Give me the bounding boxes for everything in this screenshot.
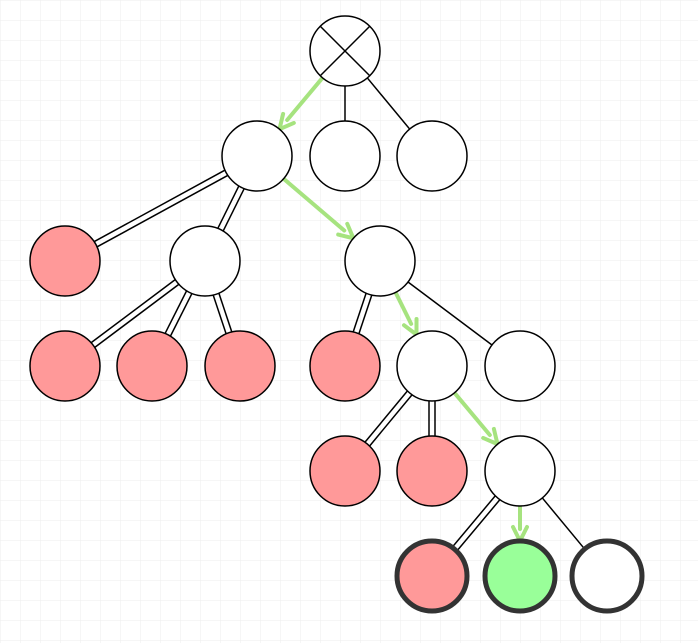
node-root xyxy=(309,15,381,87)
path-arrow-shaft xyxy=(281,176,347,233)
pruned-node-circle xyxy=(29,225,101,297)
node-p7 xyxy=(396,435,468,507)
node-p5 xyxy=(309,330,381,402)
open-node-circle xyxy=(344,225,416,297)
edge-n4-p2 xyxy=(90,279,180,348)
edge-double-line xyxy=(90,279,176,344)
edge-n4-p4 xyxy=(212,293,233,334)
edge-n1-p1 xyxy=(93,169,229,248)
edge-double-line xyxy=(218,293,233,333)
node-l1 xyxy=(394,538,470,614)
goal-leaf-node-circle xyxy=(482,538,558,614)
root-cross-line xyxy=(319,25,371,77)
nodes-layer xyxy=(29,15,645,614)
edge-double-line xyxy=(96,174,229,248)
node-p3 xyxy=(116,330,188,402)
open-node-circle xyxy=(484,435,556,507)
pruned-leaf-node-circle xyxy=(394,538,470,614)
node-p6 xyxy=(309,435,381,507)
edge-double-line xyxy=(93,169,226,243)
open-node-circle xyxy=(169,225,241,297)
node-p2 xyxy=(29,330,101,402)
node-n5 xyxy=(344,225,416,297)
edge-double-line xyxy=(364,390,408,443)
edge-n4-p3 xyxy=(164,290,193,337)
edge-n6-p6 xyxy=(364,390,413,447)
pruned-node-circle xyxy=(309,435,381,507)
pruned-node-circle xyxy=(29,330,101,402)
node-n8 xyxy=(484,435,556,507)
node-goal xyxy=(482,538,558,614)
edge-line xyxy=(541,497,586,550)
edge-n8-l1 xyxy=(451,495,501,552)
open-leaf-node-circle xyxy=(569,538,645,614)
edge-double-line xyxy=(222,188,245,232)
path-arrow-shaft xyxy=(393,290,414,326)
edge-double-line xyxy=(358,294,373,334)
node-n7 xyxy=(484,330,556,402)
edge-double-line xyxy=(94,283,180,348)
edge-n6-p7 xyxy=(428,401,436,436)
edge-double-line xyxy=(217,185,240,229)
edge-n5-n7 xyxy=(407,281,493,346)
node-p1 xyxy=(29,225,101,297)
path-arrow-shaft xyxy=(452,390,492,437)
edge-root-n3 xyxy=(366,77,411,130)
open-node-circle xyxy=(309,120,381,192)
node-n1 xyxy=(221,120,293,192)
edge-double-line xyxy=(164,290,188,334)
open-node-circle xyxy=(484,330,556,402)
node-n6 xyxy=(396,330,468,402)
path-arrow-shaft xyxy=(285,75,325,122)
open-node-circle xyxy=(396,330,468,402)
edge-double-line xyxy=(369,394,413,447)
edge-double-line xyxy=(352,293,367,333)
node-n4 xyxy=(169,225,241,297)
edge-n1-n4 xyxy=(217,185,245,232)
open-node-circle xyxy=(396,120,468,192)
edge-double-line xyxy=(451,495,496,548)
edge-line xyxy=(366,77,411,130)
pruned-node-circle xyxy=(204,330,276,402)
node-n3 xyxy=(396,120,468,192)
edge-double-line xyxy=(169,293,193,337)
edge-double-line xyxy=(212,294,227,334)
open-node-circle xyxy=(221,120,293,192)
pruned-node-circle xyxy=(396,435,468,507)
edge-n8-l3 xyxy=(541,497,586,550)
edge-line xyxy=(407,281,493,346)
node-p4 xyxy=(204,330,276,402)
pruned-node-circle xyxy=(116,330,188,402)
node-n2 xyxy=(309,120,381,192)
node-l3 xyxy=(569,538,645,614)
edge-n5-p5 xyxy=(352,293,373,334)
edge-double-line xyxy=(456,499,501,552)
pruned-node-circle xyxy=(309,330,381,402)
